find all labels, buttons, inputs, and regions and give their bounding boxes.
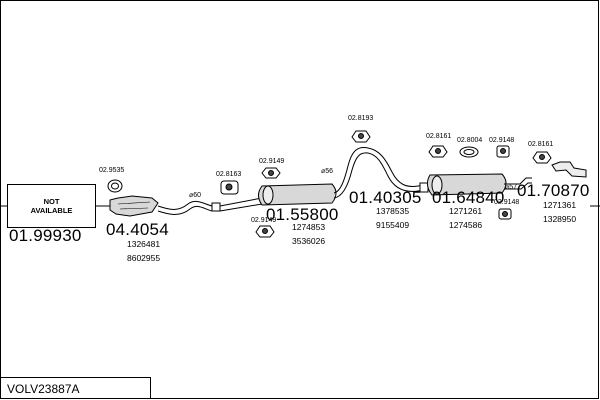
ref-number: 1328950 [543,214,577,224]
hanger-icon-10 [532,151,552,164]
part-number-5: 01.64840 [432,188,505,207]
hanger-icon-3 [261,167,281,179]
ref-number: 3536026 [292,236,326,246]
part-number-6: 01.70870 [517,181,590,200]
ref-number: 1271361 [543,200,577,210]
part-number-2: 04.4054 [106,220,169,239]
accessory-code: 02.9148 [494,199,520,206]
part-number-4: 01.40305 [349,188,422,207]
hanger-icon-9 [498,208,512,220]
hanger-icon-5 [351,130,371,143]
accessory-code: 02.9535 [99,167,125,174]
not-available-line2: AVAILABLE [30,206,73,215]
part-number-3: 01.55800 [266,205,339,224]
diagram-title: VOLV23887A [7,382,80,396]
part-number-1: 01.99930 [9,226,82,245]
accessory-code: 02.8193 [348,115,374,122]
accessory-code: 02.9149 [251,217,277,224]
accessory-code: 02.8161 [528,141,554,148]
not-available-box: NOT AVAILABLE [7,184,96,228]
accessory-code: 02.8004 [457,137,483,144]
diameter-label: ⌀56 [321,168,334,175]
title-box: VOLV23887A [0,377,151,399]
hanger-icon-4 [255,225,275,238]
clamp-icon-1 [107,179,123,193]
rear-pipe-line [333,147,429,194]
middle-muffler-shape [258,183,337,206]
accessory-code: 02.8161 [426,133,452,140]
ref-number: 8602955 [127,253,161,263]
ref-number: 1274586 [449,220,483,230]
hanger-icon-8 [496,145,510,158]
accessory-code: 02.8163 [216,171,242,178]
tail-pipe-shape [551,161,587,178]
gasket-icon-7 [459,146,479,158]
ref-number: 9155409 [376,220,410,230]
catalytic-converter-shape [109,195,159,217]
hanger-icon-2 [220,180,239,195]
ref-number: 1378535 [376,206,410,216]
ref-number: 1271261 [449,206,483,216]
diameter-label: ⌀60 [189,192,202,199]
pipe-section-1 [157,200,213,210]
not-available-line1: NOT [43,197,60,206]
accessory-code: 02.9149 [259,158,285,165]
accessory-code: 02.9148 [489,137,515,144]
diameter-label: ⌀57 [505,184,518,191]
rear-muffler-shape [426,173,507,196]
ref-number: 1274853 [292,222,326,232]
hanger-icon-6 [428,145,448,158]
ref-number: 1326481 [127,239,161,249]
